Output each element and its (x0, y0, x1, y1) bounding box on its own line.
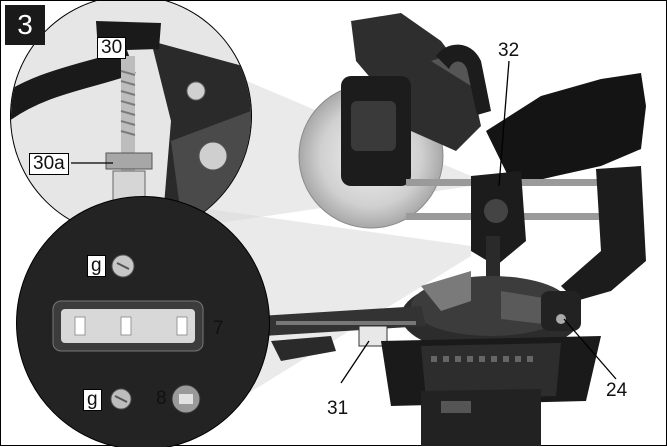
callout-30: 30 (97, 37, 127, 59)
led-switch-block (358, 325, 388, 347)
callout-24: 24 (606, 380, 628, 401)
callout-g-bottom: g (83, 389, 102, 411)
operating-handle (436, 44, 491, 115)
blade-guard (351, 13, 481, 151)
callout-32: 32 (498, 40, 520, 61)
callout-30a: 30a (29, 153, 69, 175)
figure-number: 3 (5, 5, 45, 45)
dust-bag (486, 73, 646, 186)
detail-view-led-panel (16, 196, 270, 447)
callout-8: 8 (156, 388, 167, 409)
miter-saw (259, 13, 646, 446)
rail-housing (561, 166, 646, 301)
callout-7: 7 (213, 318, 224, 339)
callout-31: 31 (327, 398, 349, 419)
leader-lines (71, 60, 617, 384)
callout-g-top: g (87, 255, 106, 277)
bevel-lock (541, 291, 581, 331)
